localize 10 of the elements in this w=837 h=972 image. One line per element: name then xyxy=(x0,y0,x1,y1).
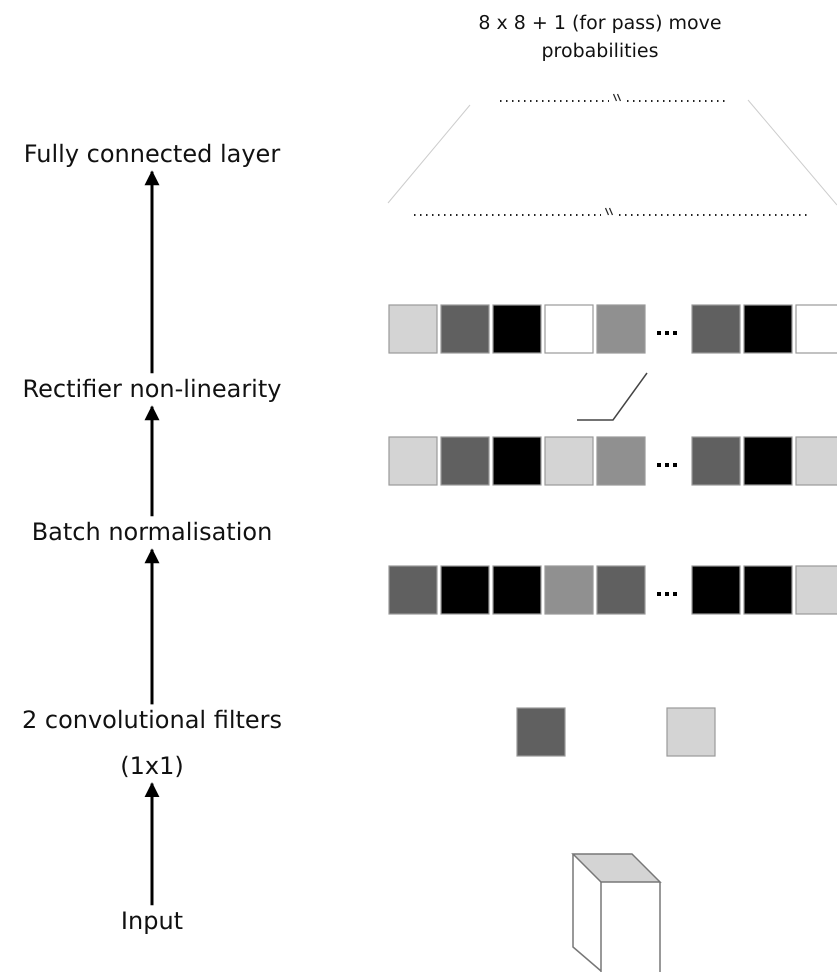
layer-label: Batch normalisation xyxy=(2,510,302,556)
layer-label: 2 convolutional filters (1x1) xyxy=(2,698,302,790)
arrow xyxy=(144,405,160,516)
layer-label: Rectifier non-linearity xyxy=(0,367,307,413)
output-caption: 8 x 8 + 1 (for pass) move probabilities xyxy=(477,11,723,64)
arrow xyxy=(144,548,160,704)
layer-label: Fully connected layer xyxy=(2,132,302,178)
arrow xyxy=(144,170,160,374)
arrow xyxy=(144,782,160,906)
layer-label: Input xyxy=(52,899,252,945)
